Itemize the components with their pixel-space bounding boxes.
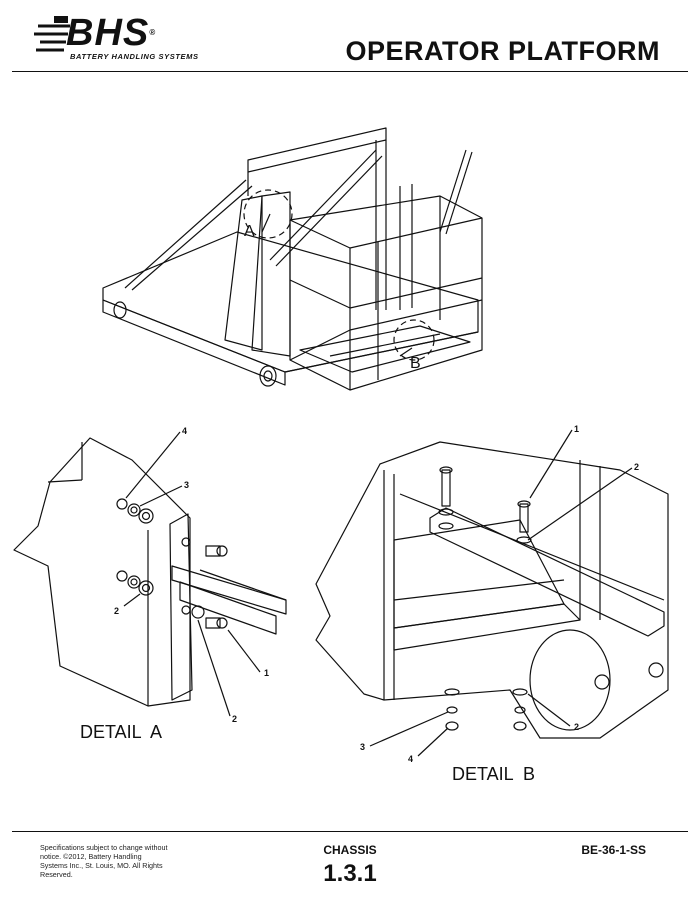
detail-a-callout-4: 4 — [182, 426, 187, 436]
footer-divider — [12, 831, 688, 832]
detail-b-callout-3: 3 — [360, 742, 365, 752]
detail-b-callout-2-lower: 2 — [574, 722, 579, 732]
brand-tagline: BATTERY HANDLING SYSTEMS — [70, 52, 199, 61]
detail-a-callout-1: 1 — [264, 668, 269, 678]
detail-b-caption: DETAIL B — [452, 764, 535, 784]
detail-b-callout-4: 4 — [408, 754, 413, 764]
detail-a-callout-3: 3 — [184, 480, 189, 490]
overview-callout-a: A — [244, 223, 255, 240]
detail-a-callout-2-upper: 2 — [114, 606, 119, 616]
copyright-note: Specifications subject to change without… — [40, 843, 168, 879]
section-number: 1.3.1 — [323, 860, 377, 887]
overview-isometric-view — [102, 127, 483, 391]
header-divider — [12, 71, 688, 72]
detail-b-callout-1: 1 — [574, 424, 579, 434]
document-code: BE-36-1-SS — [581, 843, 646, 857]
detail-a-caption: DETAIL A — [80, 722, 162, 742]
detail-b-view — [315, 429, 669, 757]
detail-a-view — [13, 431, 287, 717]
detail-a-callout-2-lower: 2 — [232, 714, 237, 724]
section-name: CHASSIS — [323, 843, 377, 857]
detail-b-callout-2-upper: 2 — [634, 462, 639, 472]
page-title: OPERATOR PLATFORM — [345, 36, 660, 66]
bhs-logo-speed-lines-icon — [34, 16, 70, 52]
brand-logo: BHS® — [66, 12, 157, 54]
overview-callout-b: B — [410, 355, 421, 372]
